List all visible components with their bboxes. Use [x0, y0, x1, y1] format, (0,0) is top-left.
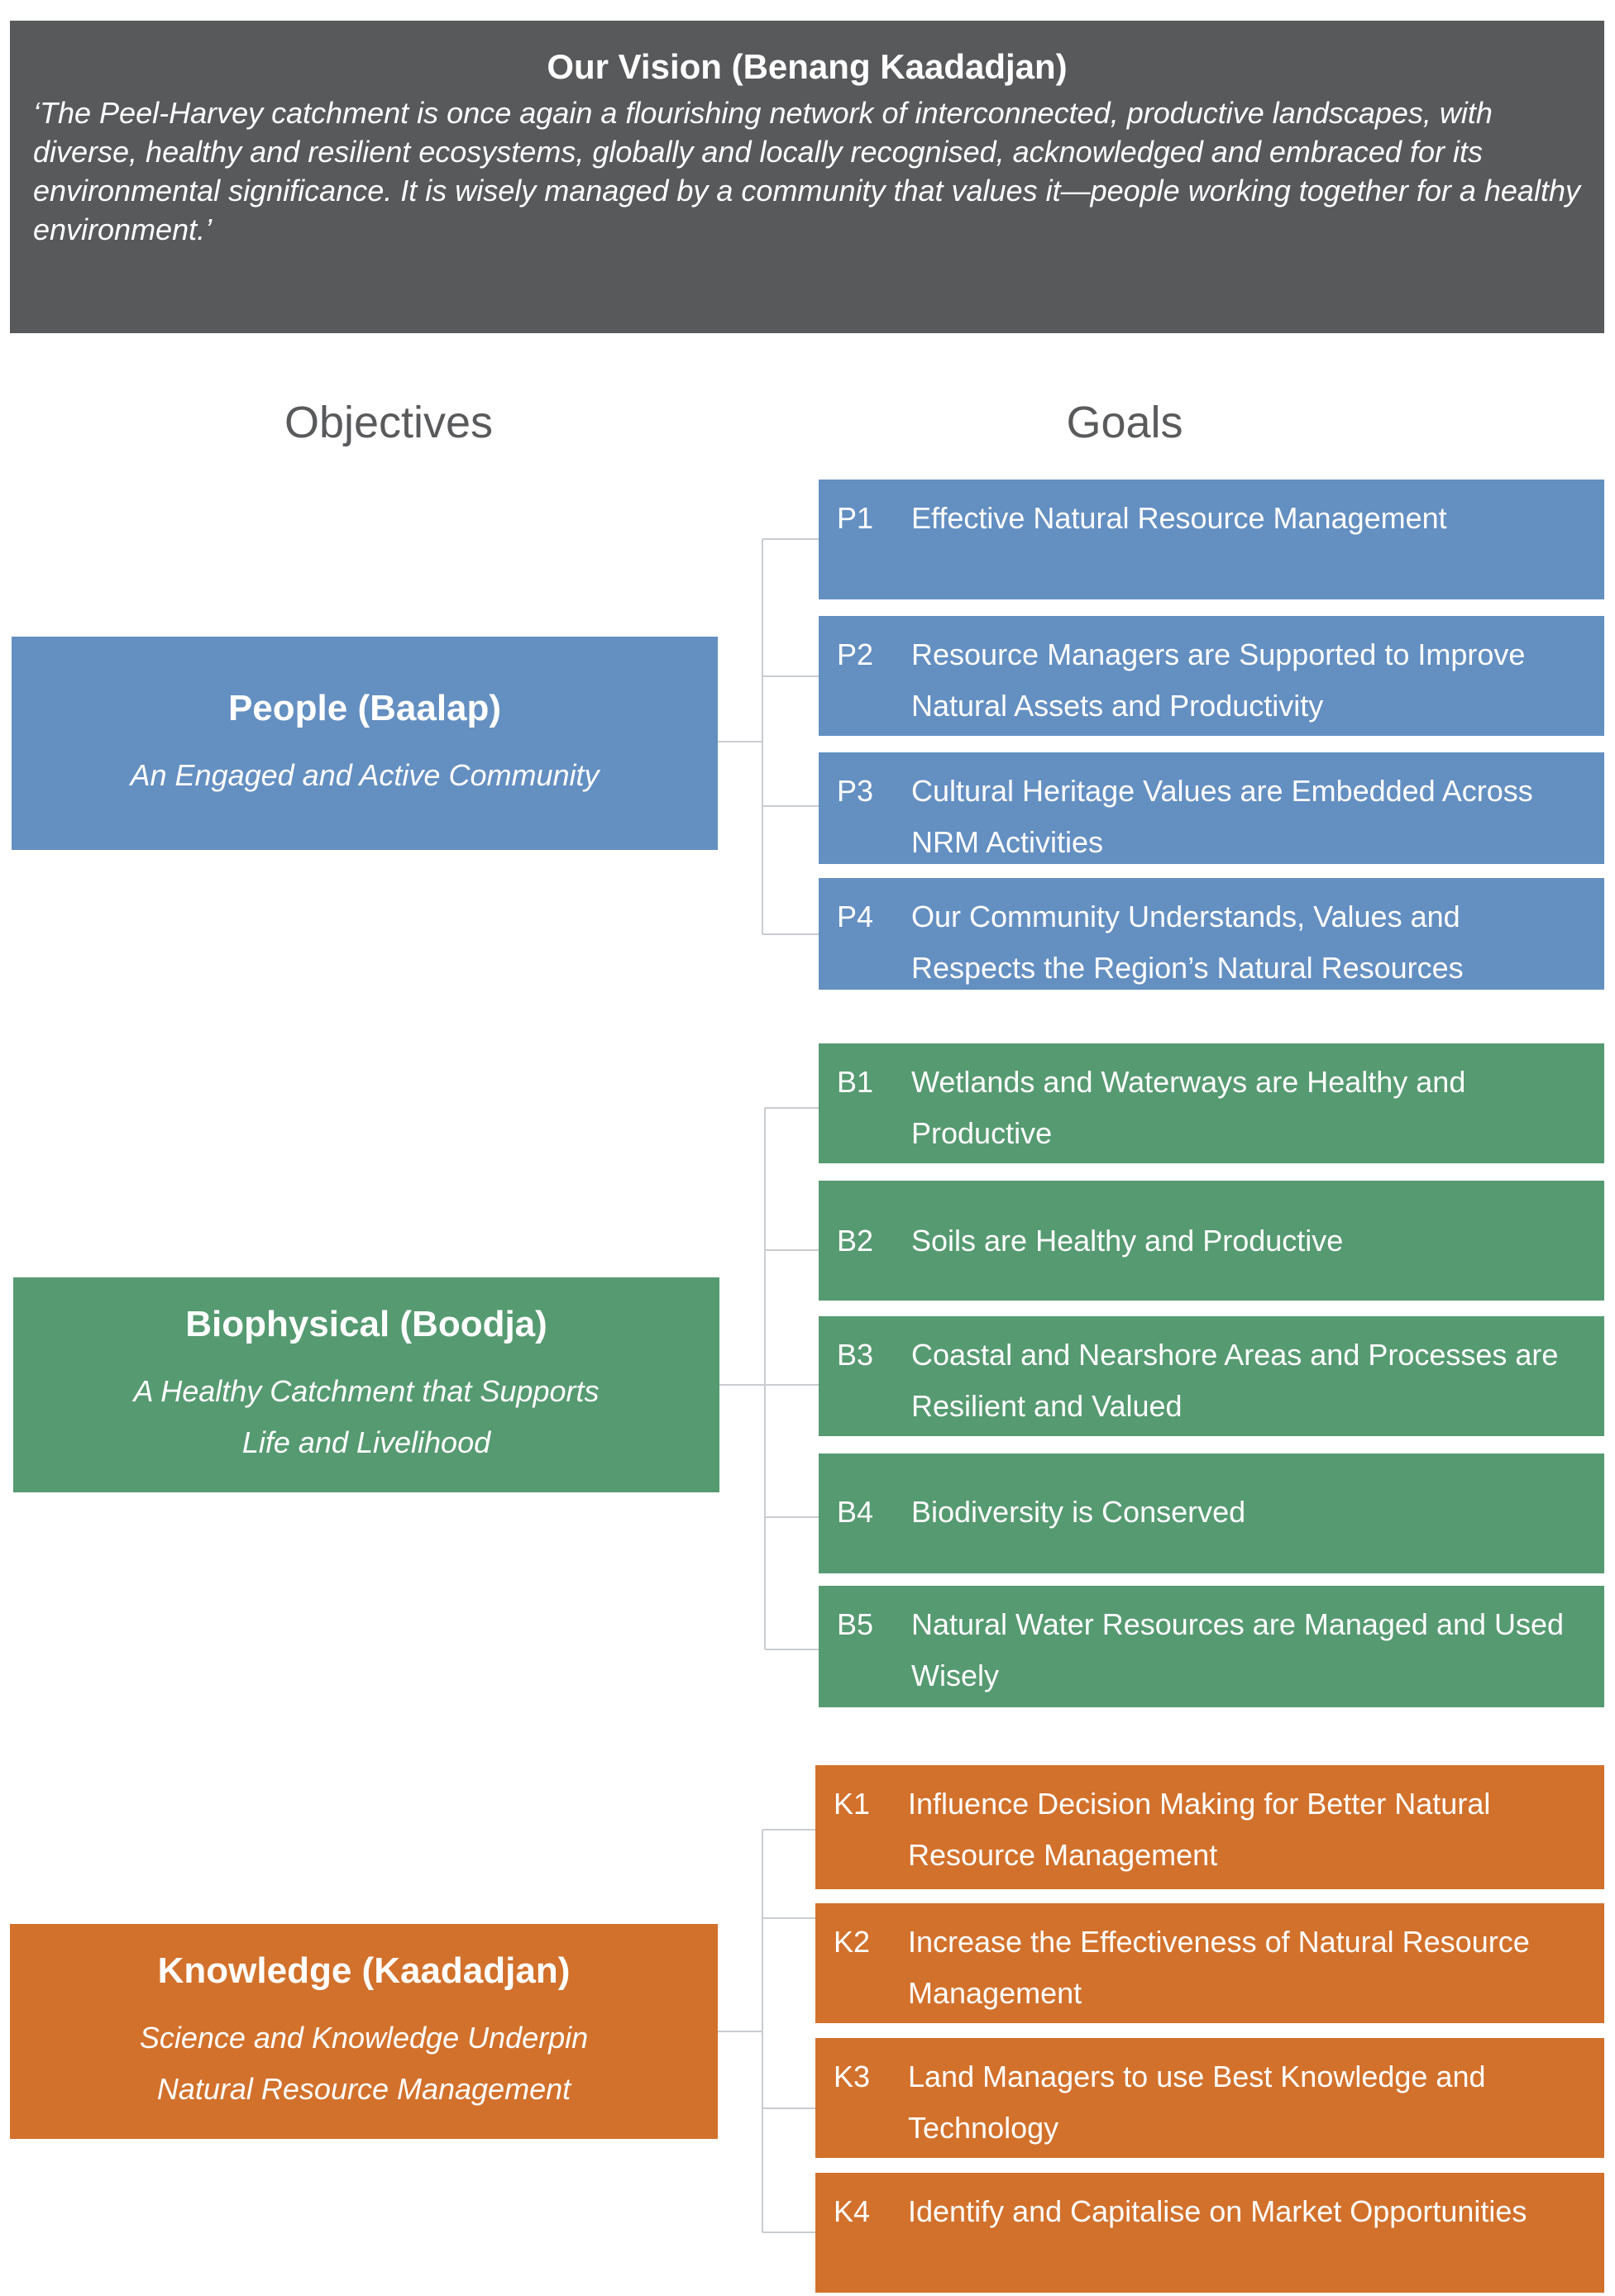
objective-subtitle: Science and Knowledge Underpin Natural R…	[139, 2021, 589, 2106]
objective-title: Knowledge (Kaadadjan)	[157, 1950, 571, 1991]
objective-knowledge: Knowledge (Kaadadjan) Science and Knowle…	[10, 1924, 718, 2139]
goal-b5: B5 Natural Water Resources are Managed a…	[819, 1586, 1604, 1707]
goal-text: Effective Natural Resource Management	[911, 501, 1447, 535]
objective-title: Biophysical (Boodja)	[185, 1304, 547, 1344]
goal-code: P3	[837, 774, 874, 808]
goal-code: B2	[837, 1224, 874, 1258]
goals-header: Goals	[1066, 398, 1183, 447]
objective-biophysical: Biophysical (Boodja) A Healthy Catchment…	[13, 1277, 719, 1492]
goal-code: B4	[837, 1495, 874, 1529]
goal-b3: B3 Coastal and Nearshore Areas and Proce…	[819, 1316, 1604, 1436]
goal-text: Our Community Understands, Values and Re…	[911, 900, 1464, 985]
goal-code: K3	[834, 2060, 871, 2093]
goal-p1: P1 Effective Natural Resource Management	[819, 480, 1604, 599]
goal-code: B3	[837, 1338, 874, 1372]
goal-text: Influence Decision Making for Better Nat…	[908, 1787, 1491, 1872]
goal-code: B1	[837, 1065, 874, 1099]
objectives-header: Objectives	[284, 398, 494, 447]
goal-k2: K2 Increase the Effectiveness of Natural…	[815, 1903, 1604, 2023]
goal-p3: P3 Cultural Heritage Values are Embedded…	[819, 752, 1604, 864]
goal-text: Identify and Capitalise on Market Opport…	[908, 2194, 1527, 2228]
goal-k4: K4 Identify and Capitalise on Market Opp…	[815, 2173, 1604, 2293]
goal-text: Increase the Effectiveness of Natural Re…	[908, 1925, 1530, 2010]
objective-subtitle: A Healthy Catchment that Supports Life a…	[133, 1374, 600, 1459]
goal-text: Soils are Healthy and Productive	[911, 1224, 1344, 1258]
goal-text: Cultural Heritage Values are Embedded Ac…	[911, 774, 1533, 859]
objective-subtitle: An Engaged and Active Community	[130, 758, 600, 792]
goal-k3: K3 Land Managers to use Best Knowledge a…	[815, 2038, 1604, 2158]
goal-code: K1	[834, 1787, 871, 1821]
goal-b1: B1 Wetlands and Waterways are Healthy an…	[819, 1043, 1604, 1163]
objective-title: People (Baalap)	[227, 688, 502, 728]
vision-title: Our Vision (Benang Kaadadjan)	[547, 47, 1068, 86]
goal-code: P1	[837, 501, 874, 535]
goal-code: P2	[837, 637, 874, 671]
vision-banner: Our Vision (Benang Kaadadjan) ‘The Peel-…	[10, 21, 1604, 333]
goal-k1: K1 Influence Decision Making for Better …	[815, 1765, 1604, 1889]
goal-text: Wetlands and Waterways are Healthy and P…	[911, 1065, 1466, 1150]
goal-text: Natural Water Resources are Managed and …	[911, 1607, 1565, 1692]
goal-b2: B2 Soils are Healthy and Productive	[819, 1181, 1604, 1301]
goal-p4: P4 Our Community Understands, Values and…	[819, 878, 1604, 990]
objective-people: People (Baalap) An Engaged and Active Co…	[12, 637, 718, 850]
goal-text: Land Managers to use Best Knowledge and …	[908, 2060, 1486, 2145]
goal-p2: P2 Resource Managers are Supported to Im…	[819, 616, 1604, 736]
goal-code: P4	[837, 900, 874, 933]
goal-b4: B4 Biodiversity is Conserved	[819, 1453, 1604, 1573]
goal-code: K2	[834, 1925, 871, 1959]
goal-code: K4	[834, 2194, 871, 2228]
vision-statement: ‘The Peel-Harvey catchment is once again…	[33, 96, 1580, 246]
goal-text: Coastal and Nearshore Areas and Processe…	[911, 1338, 1559, 1423]
goal-text: Resource Managers are Supported to Impro…	[911, 637, 1526, 723]
goal-text: Biodiversity is Conserved	[911, 1495, 1246, 1529]
goal-code: B5	[837, 1607, 874, 1641]
